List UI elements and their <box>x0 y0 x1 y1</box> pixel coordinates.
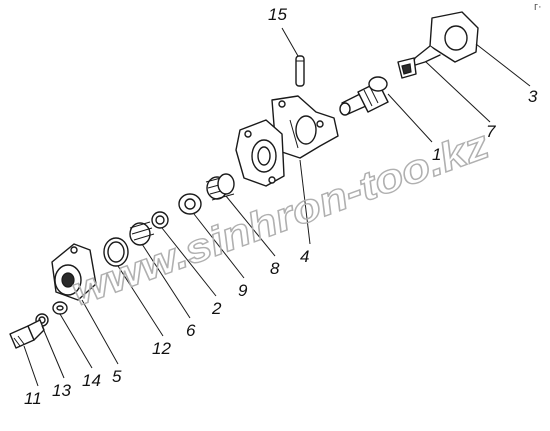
part-2-circlip <box>151 211 169 229</box>
callout-5: 5 <box>112 367 122 386</box>
leader-lines <box>23 27 531 387</box>
callout-13: 13 <box>52 381 71 400</box>
part-15-pin <box>295 55 305 87</box>
callout-1: 1 <box>432 145 441 164</box>
part-5-cover <box>51 243 97 301</box>
callout-15: 15 <box>268 5 287 24</box>
part-4-housing <box>235 95 339 187</box>
callout-6: 6 <box>186 321 196 340</box>
callout-11: 11 <box>24 389 42 408</box>
part-8-spring <box>205 173 235 201</box>
callout-2: 2 <box>211 299 222 318</box>
part-12-o-ring <box>103 237 129 267</box>
part-1-plunger <box>339 76 389 116</box>
part-9-ring <box>178 193 202 215</box>
part-3-lever <box>411 11 479 67</box>
callout-4: 4 <box>300 247 309 266</box>
part-7-key <box>397 57 417 79</box>
callout-8: 8 <box>270 259 280 278</box>
part-14-washer <box>52 301 68 315</box>
callout-9: 9 <box>238 281 248 300</box>
corner-mark: г· <box>534 1 542 13</box>
callout-7: 7 <box>486 122 496 141</box>
part-6-spring <box>129 221 155 246</box>
callout-12: 12 <box>152 339 171 358</box>
callout-3: 3 <box>528 87 538 106</box>
callout-14: 14 <box>82 371 101 390</box>
part-11-bolt <box>9 319 45 349</box>
